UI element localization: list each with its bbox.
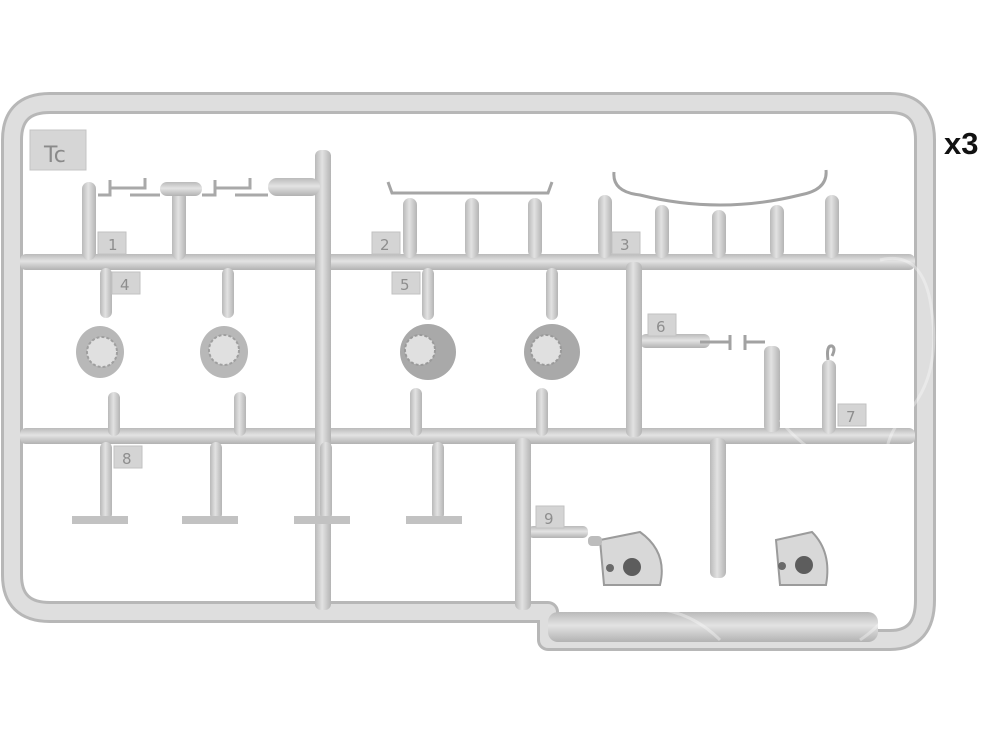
part-4-group <box>76 268 248 436</box>
sprue-id-tag: Tc <box>29 129 87 171</box>
part-number-8: 8 <box>122 450 132 468</box>
part-number-4: 4 <box>120 276 130 294</box>
part-1-group <box>82 178 268 260</box>
part-8-group <box>72 442 462 524</box>
part-5-group <box>391 268 580 436</box>
part-number-7: 7 <box>846 408 856 426</box>
part-3-group <box>598 169 839 258</box>
sprue-frame <box>1 92 936 651</box>
part-number-5: 5 <box>400 276 410 294</box>
part-number-9: 9 <box>544 510 554 528</box>
part-number-labels: 1 2 3 4 5 6 7 8 9 <box>108 236 856 528</box>
quantity-label: x3 <box>944 126 979 161</box>
part-7-group <box>822 344 867 434</box>
part-6-group <box>647 313 765 350</box>
sprue-id-label: Tc <box>43 143 66 168</box>
part-number-1: 1 <box>108 236 118 254</box>
part-number-3: 3 <box>620 236 630 254</box>
part-2-group <box>371 181 554 258</box>
part-number-6: 6 <box>656 318 666 336</box>
part-9-group <box>535 505 829 586</box>
part-number-2: 2 <box>380 236 390 254</box>
watermark-logo <box>619 256 936 642</box>
